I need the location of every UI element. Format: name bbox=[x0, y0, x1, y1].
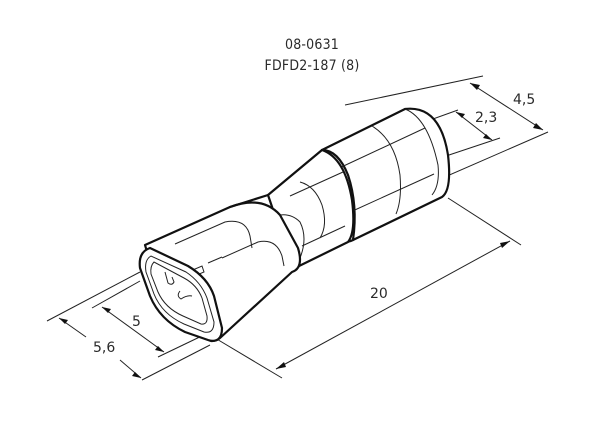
model-name: FDFD2-187 (8) bbox=[264, 58, 360, 74]
dim-label-4-5: 4,5 bbox=[513, 92, 535, 108]
dim-widths: 5 5,6 bbox=[46, 271, 211, 381]
dim-label-5-6: 5,6 bbox=[93, 340, 115, 356]
dim-label-20: 20 bbox=[370, 286, 388, 302]
dim-label-5: 5 bbox=[132, 314, 141, 330]
part-number: 08-0631 bbox=[284, 37, 340, 53]
dim-length: 20 bbox=[214, 197, 522, 379]
front-face bbox=[138, 246, 224, 342]
dim-label-2-3: 2,3 bbox=[475, 110, 497, 126]
